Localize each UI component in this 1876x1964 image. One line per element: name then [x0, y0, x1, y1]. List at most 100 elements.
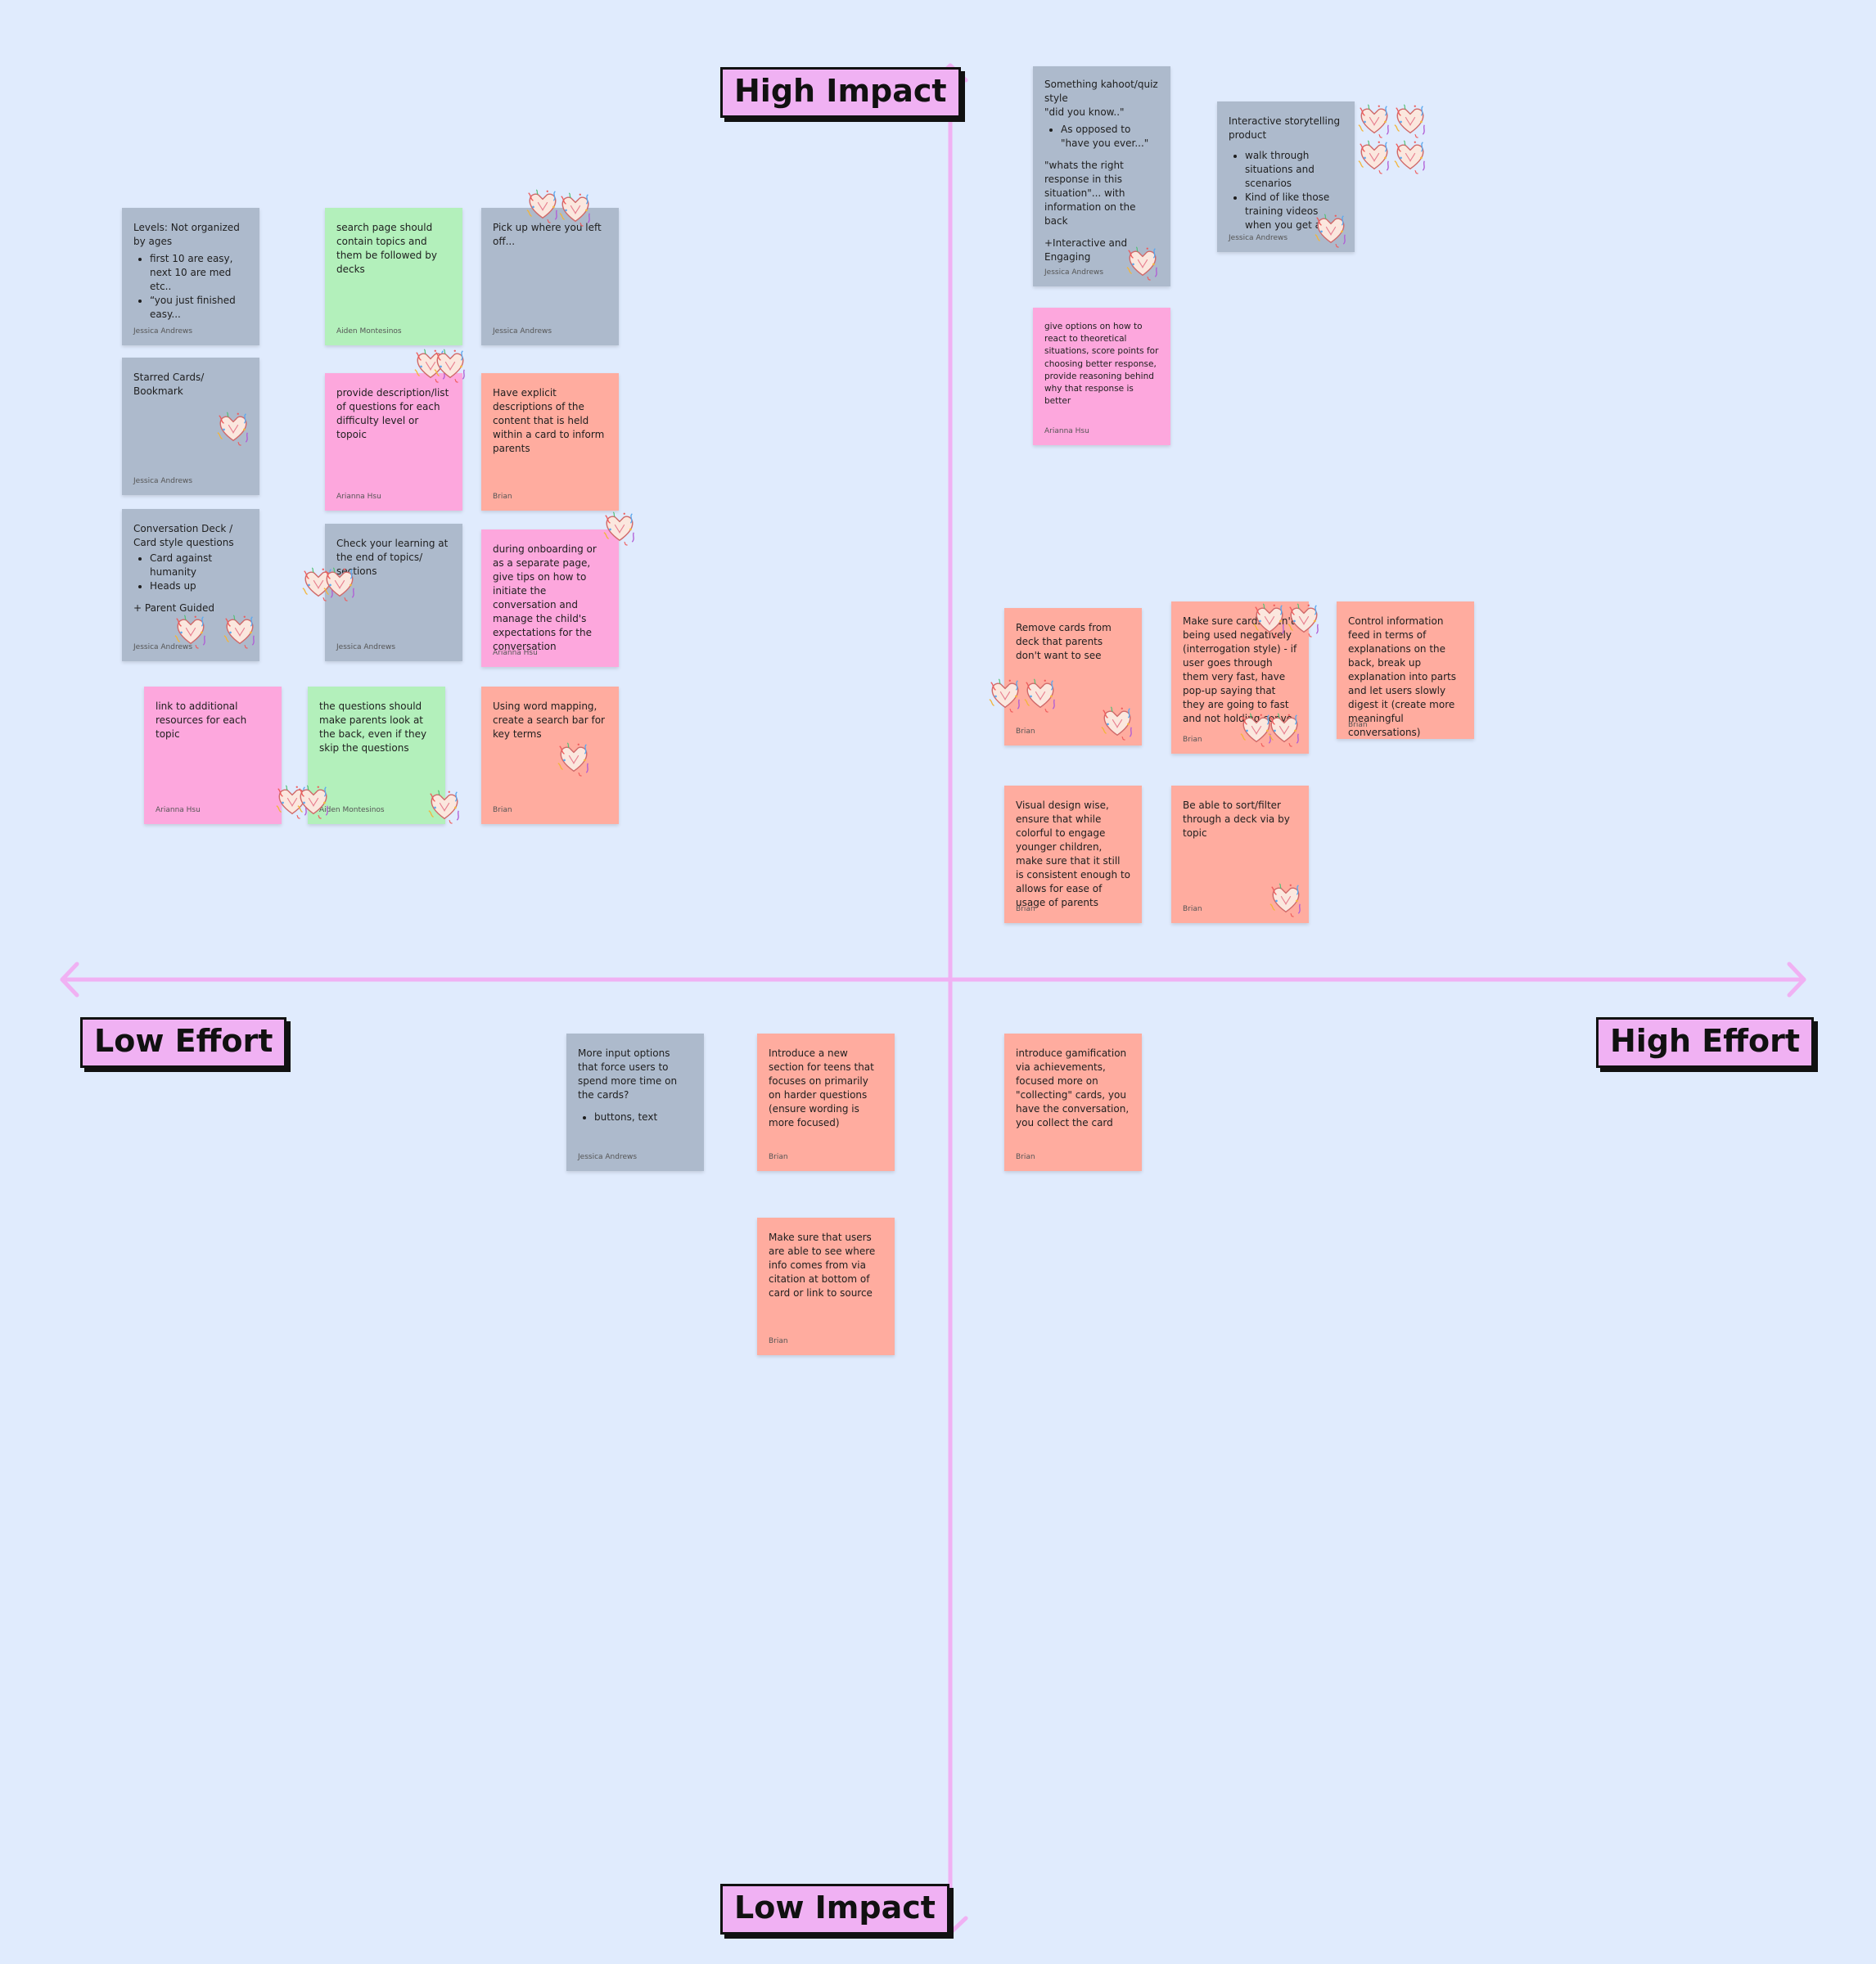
note-text: Introduce a new section for teens that f… — [769, 1047, 874, 1129]
note-text: "whats the right response in this situat… — [1044, 160, 1136, 227]
note-author: Jessica Andrews — [133, 327, 193, 336]
sticky-note[interactable]: Interactive storytelling product walk th… — [1217, 101, 1355, 252]
note-author: Arianna Hsu — [336, 493, 381, 502]
note-author: Brian — [1016, 1153, 1035, 1162]
note-text: Make sure that users are able to see whe… — [769, 1232, 876, 1300]
note-bullet: Kind of like those training videos when … — [1245, 191, 1343, 232]
note-text: Check your learning at the end of topics… — [336, 538, 449, 578]
sticky-note[interactable]: Pick up where you left off... Jessica An… — [481, 208, 619, 345]
sticky-note[interactable]: link to additional resources for each to… — [144, 687, 282, 824]
note-author: Brian — [1016, 905, 1035, 914]
note-author: Brian — [769, 1153, 788, 1162]
heart-sticker-icon — [1394, 140, 1425, 174]
note-author: Brian — [769, 1337, 788, 1346]
note-text: provide description/list of questions fo… — [336, 387, 449, 441]
note-author: Brian — [1348, 721, 1368, 730]
note-bullet-list: Card against humanity Heads up — [133, 552, 248, 593]
note-author: Aiden Montesinos — [336, 327, 402, 336]
note-text: during onboarding or as a separate page,… — [493, 543, 597, 653]
note-author: Aiden Montesinos — [319, 806, 385, 815]
note-text: the questions should make parents look a… — [319, 700, 427, 755]
sticky-note[interactable]: provide description/list of questions fo… — [325, 373, 462, 511]
note-bullet-list: first 10 are easy, next 10 are med etc..… — [133, 252, 248, 322]
sticky-note[interactable]: Visual design wise, ensure that while co… — [1004, 786, 1142, 923]
sticky-note[interactable]: introduce gamification via achievements,… — [1004, 1034, 1142, 1171]
note-text: Interactive storytelling product — [1229, 115, 1341, 142]
sticky-note[interactable]: Something kahoot/quiz style "did you kno… — [1033, 66, 1170, 286]
sticky-note[interactable]: More input options that force users to s… — [566, 1034, 704, 1171]
note-text: Conversation Deck / Card style questions — [133, 523, 234, 549]
sticky-note[interactable]: Conversation Deck / Card style questions… — [122, 509, 259, 661]
note-text: More input options that force users to s… — [578, 1047, 678, 1101]
note-bullet-list: buttons, text — [578, 1110, 692, 1124]
sticky-note[interactable]: Make sure that users are able to see whe… — [757, 1218, 895, 1355]
note-bullet: first 10 are easy, next 10 are med etc.. — [150, 252, 248, 294]
note-text: Have explicit descriptions of the conten… — [493, 387, 605, 455]
note-text: Make sure cards aren't being used negati… — [1183, 615, 1297, 725]
note-bullet-list: As opposed to "have you ever..." — [1044, 123, 1159, 151]
low-impact-label: Low Impact — [720, 1884, 949, 1935]
low-effort-label: Low Effort — [80, 1017, 287, 1068]
note-bullet: buttons, text — [594, 1110, 692, 1124]
horizontal-axis-left-arrow — [60, 962, 79, 998]
note-text: search page should contain topics and th… — [336, 222, 437, 276]
note-text: Control information feed in terms of exp… — [1348, 615, 1456, 739]
note-author: Brian — [493, 493, 512, 502]
note-bullet: As opposed to "have you ever..." — [1061, 123, 1159, 151]
sticky-note[interactable]: Remove cards from deck that parents don'… — [1004, 608, 1142, 746]
note-text: + Parent Guided — [133, 602, 214, 615]
note-author: Jessica Andrews — [336, 643, 396, 652]
sticky-note[interactable]: Using word mapping, create a search bar … — [481, 687, 619, 824]
note-text: Visual design wise, ensure that while co… — [1016, 800, 1131, 909]
note-text: Remove cards from deck that parents don'… — [1016, 622, 1112, 662]
sticky-note[interactable]: search page should contain topics and th… — [325, 208, 462, 345]
note-text: Pick up where you left off... — [493, 222, 602, 248]
note-author: Brian — [493, 806, 512, 815]
horizontal-axis-right-arrow — [1787, 962, 1806, 998]
sticky-note[interactable]: during onboarding or as a separate page,… — [481, 529, 619, 667]
note-author: Arianna Hsu — [156, 806, 201, 815]
note-author: Jessica Andrews — [1044, 268, 1104, 277]
note-text: Be able to sort/filter through a deck vi… — [1183, 800, 1290, 840]
note-bullet-list: walk through situations and scenarios Ki… — [1229, 149, 1343, 232]
heart-sticker-icon — [1358, 104, 1389, 138]
sticky-note[interactable]: Make sure cards aren't being used negati… — [1171, 601, 1309, 754]
sticky-note[interactable]: Check your learning at the end of topics… — [325, 524, 462, 661]
sticky-note[interactable]: Starred Cards/ Bookmark Jessica Andrews — [122, 358, 259, 495]
note-bullet: Heads up — [150, 579, 248, 593]
note-bullet: walk through situations and scenarios — [1245, 149, 1343, 191]
note-bullet: “you just finished easy... — [150, 294, 248, 322]
note-author: Jessica Andrews — [493, 327, 552, 336]
note-author: Brian — [1016, 727, 1035, 736]
sticky-note[interactable]: Control information feed in terms of exp… — [1337, 601, 1474, 739]
note-author: Arianna Hsu — [493, 649, 538, 658]
sticky-note[interactable]: Be able to sort/filter through a deck vi… — [1171, 786, 1309, 923]
note-text: +Interactive and Engaging — [1044, 237, 1128, 264]
note-text: Something kahoot/quiz style "did you kno… — [1044, 79, 1158, 119]
heart-sticker-icon — [1394, 104, 1425, 138]
note-text: Levels: Not organized by ages — [133, 222, 240, 248]
note-author: Jessica Andrews — [133, 643, 193, 652]
sticky-note[interactable]: Levels: Not organized by ages first 10 a… — [122, 208, 259, 345]
sticky-note[interactable]: give options on how to react to theoreti… — [1033, 308, 1170, 445]
sticky-note[interactable]: the questions should make parents look a… — [308, 687, 445, 824]
sticky-note[interactable]: Introduce a new section for teens that f… — [757, 1034, 895, 1171]
note-author: Arianna Hsu — [1044, 426, 1089, 435]
note-text: Starred Cards/ Bookmark — [133, 372, 205, 398]
note-text: Using word mapping, create a search bar … — [493, 700, 605, 741]
sticky-note[interactable]: Have explicit descriptions of the conten… — [481, 373, 619, 511]
note-author: Brian — [1183, 736, 1202, 745]
high-impact-label: High Impact — [720, 67, 961, 118]
note-bullet: Card against humanity — [150, 552, 248, 579]
heart-sticker-icon — [1358, 140, 1389, 174]
note-text: give options on how to react to theoreti… — [1044, 322, 1159, 407]
note-author: Brian — [1183, 905, 1202, 914]
note-text: link to additional resources for each to… — [156, 700, 247, 741]
high-effort-label: High Effort — [1596, 1017, 1815, 1068]
note-text: introduce gamification via achievements,… — [1016, 1047, 1130, 1129]
note-author: Jessica Andrews — [578, 1153, 638, 1162]
note-author: Jessica Andrews — [1229, 234, 1288, 243]
note-author: Jessica Andrews — [133, 477, 193, 486]
